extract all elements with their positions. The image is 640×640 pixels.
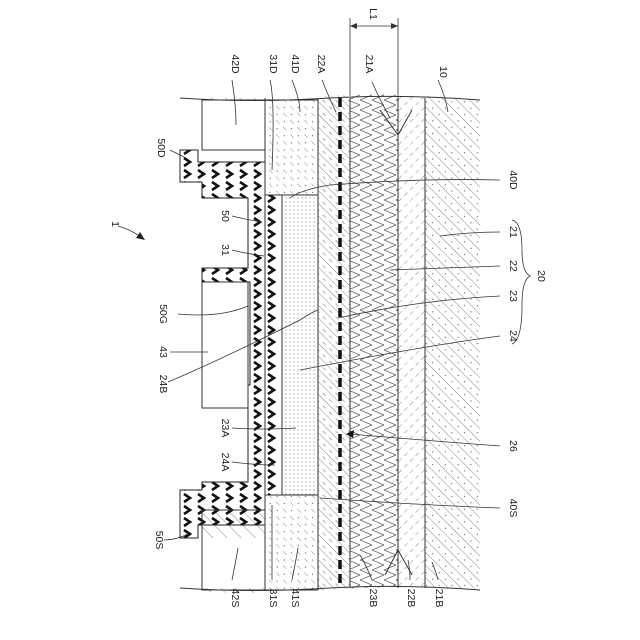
label-42D: 42D (229, 54, 241, 74)
label-24: 24 (507, 330, 519, 342)
label-20: 20 (535, 270, 547, 282)
label-23: 23 (507, 290, 519, 302)
layer-24 (282, 195, 318, 495)
label-50D: 50D (155, 138, 167, 158)
label-22B: 22B (405, 589, 417, 608)
label-40D: 40D (507, 170, 519, 190)
label-31S: 31S (267, 589, 279, 608)
label-22A: 22A (315, 55, 327, 74)
label-31D: 31D (267, 54, 279, 74)
label-31: 31 (219, 244, 231, 256)
label-42S: 42S (229, 589, 241, 608)
label-50: 50 (219, 210, 231, 222)
label-l1: L1 (367, 8, 379, 20)
label-26: 26 (507, 440, 519, 452)
label-41D: 41D (289, 54, 301, 74)
label-43: 43 (157, 346, 169, 358)
label-24B: 24B (157, 375, 169, 394)
label-1: 1 (109, 221, 121, 227)
electrode-41S (265, 495, 318, 600)
layer-22 (350, 80, 398, 600)
label-23A: 23A (219, 419, 231, 438)
layer-21 (398, 80, 425, 600)
label-21B: 21B (433, 589, 445, 608)
layer-10 (425, 80, 485, 600)
label-24A: 24A (219, 453, 231, 472)
label-41S: 41S (289, 589, 301, 608)
label-10: 10 (437, 66, 449, 78)
label-21A: 21A (363, 55, 375, 74)
label-22: 22 (507, 260, 519, 272)
label-21: 21 (507, 226, 519, 238)
label-23B: 23B (367, 589, 379, 608)
label-50S: 50S (153, 531, 165, 550)
label-50G: 50G (157, 304, 169, 324)
layer-23 (318, 80, 350, 600)
label-40S: 40S (507, 499, 519, 518)
